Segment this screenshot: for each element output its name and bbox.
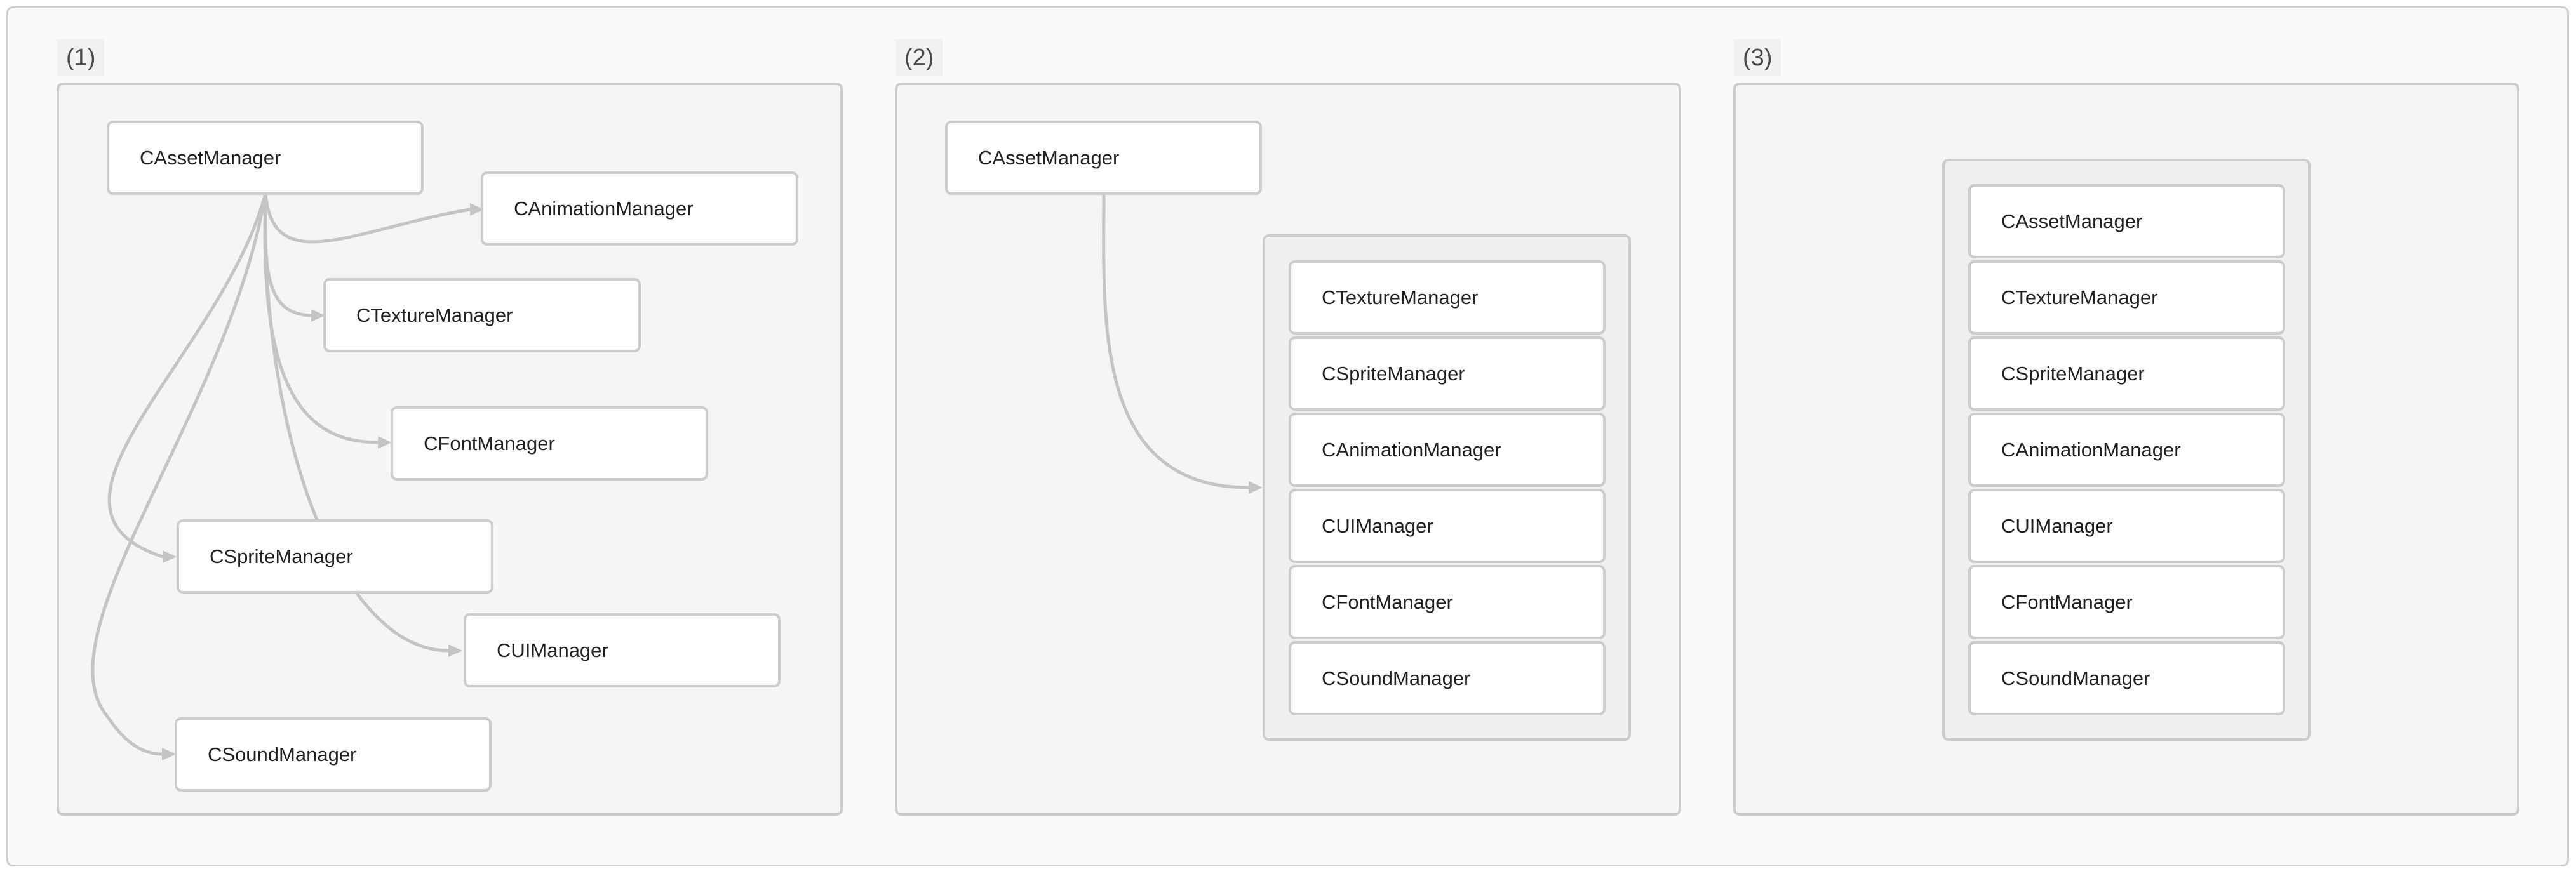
node-sprite-manager[interactable]: CSpriteManager [177,519,493,594]
group-node-texture-manager[interactable]: CTextureManager [1289,260,1606,335]
group-node-animation-manager[interactable]: CAnimationManager [1968,413,2285,487]
node-animation-manager[interactable]: CAnimationManager [481,171,798,246]
group-node-sound-manager[interactable]: CSoundManager [1289,641,1606,715]
node-texture-manager[interactable]: CTextureManager [323,278,641,352]
group-node-ui-manager[interactable]: CUIManager [1289,489,1606,563]
group-node-sprite-manager[interactable]: CSpriteManager [1289,336,1606,411]
group-node-asset-manager[interactable]: CAssetManager [1968,184,2285,258]
arrowhead-sprite [163,550,177,563]
node-asset-manager[interactable]: CAssetManager [107,121,424,195]
group-node-texture-manager[interactable]: CTextureManager [1968,260,2285,335]
group-node-sprite-manager[interactable]: CSpriteManager [1968,336,2285,411]
node-sound-manager[interactable]: CSoundManager [175,717,492,792]
node-ui-manager[interactable]: CUIManager [464,613,781,687]
panel-3-label: (3) [1734,39,1781,76]
arrowhead-ui [448,644,462,657]
panel-2-label: (2) [896,39,943,76]
group-node-sound-manager[interactable]: CSoundManager [1968,641,2285,715]
edge-asset-to-sound [91,193,267,756]
arrowhead-font [378,436,392,449]
group-node-animation-manager[interactable]: CAnimationManager [1289,413,1606,487]
edge-asset-to-sprite [107,193,267,559]
edge-asset-to-animation [264,193,471,244]
node-asset-manager[interactable]: CAssetManager [945,121,1262,195]
arrowhead-group [1249,481,1263,494]
panel-1-label: (1) [57,39,105,76]
group-node-ui-manager[interactable]: CUIManager [1968,489,2285,563]
group-node-font-manager[interactable]: CFontManager [1968,565,2285,639]
edge-asset-to-group [1102,193,1249,489]
arrowhead-sound [162,748,176,760]
arrowhead-animation [470,203,484,216]
edge-asset-to-ui [264,193,449,653]
arrowhead-texture [311,309,325,322]
node-font-manager[interactable]: CFontManager [391,406,708,481]
group-node-font-manager[interactable]: CFontManager [1289,565,1606,639]
